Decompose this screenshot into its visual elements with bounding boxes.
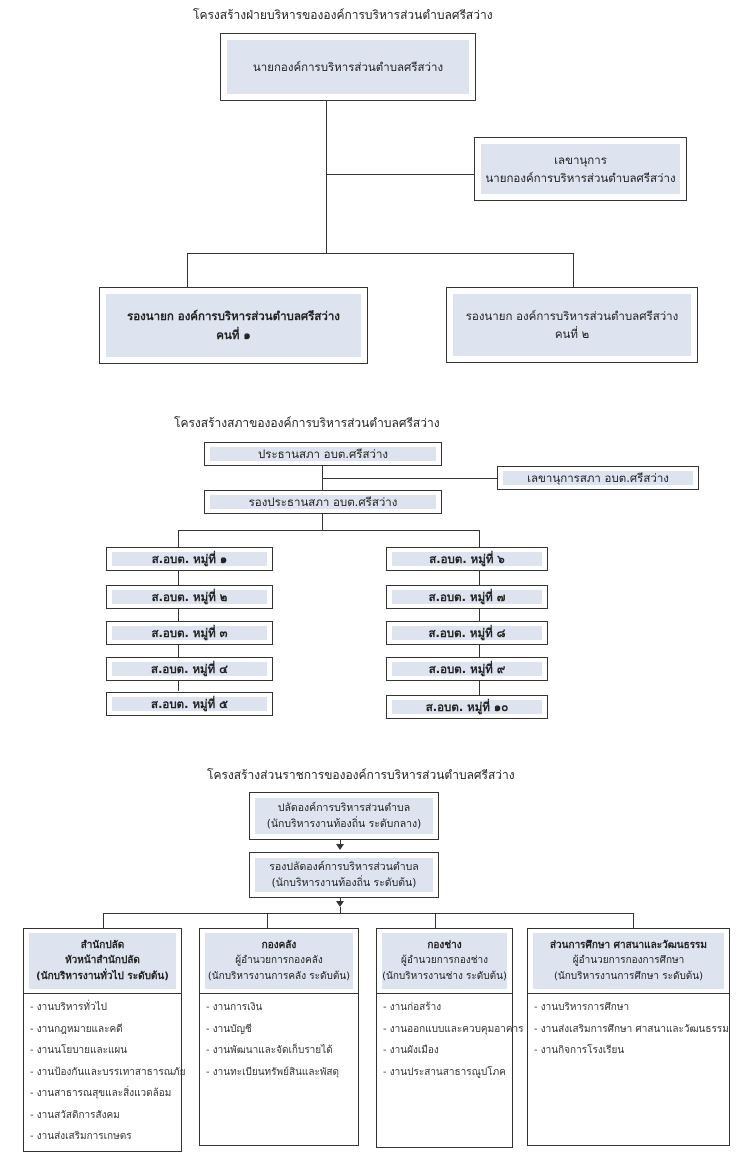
deputy-mayor-1-box: รองนายก องค์การบริหารส่วนตำบลศรีสว่าง คน… xyxy=(99,287,368,364)
department-box: สำนักปลัด หัวหน้าสำนักปลัด (นักบริหารงาน… xyxy=(23,928,185,1152)
task-item: - งานพัฒนาและจัดเก็บรายได้ xyxy=(206,1045,333,1056)
admin-structure-title: โครงสร้างส่วนราชการขององค์การบริหารส่วนต… xyxy=(207,768,515,782)
deputy-mayor-2-box: รองนายก องค์การบริหารส่วนตำบลศรีสว่าง คน… xyxy=(446,287,698,363)
chief-clerk-box: ปลัดองค์การบริหารส่วนตำบล (นักบริหารงานท… xyxy=(249,792,439,840)
task-item: - งานกฎหมายและคดี xyxy=(30,1023,123,1035)
task-item: - งานประสานสาธารณูปโภค xyxy=(383,1066,506,1078)
department-box: กองคลัง ผู้อำนวยการกองคลัง (นักบริหารงาน… xyxy=(199,928,359,1146)
task-item: - งานสวัสดิการสังคม xyxy=(30,1109,120,1121)
department-head: หัวหน้าสำนักปลัด xyxy=(65,955,140,967)
task-item: - งานผังเมือง xyxy=(383,1045,439,1056)
council-member-label: ส.อบต. หมู่ที่ ๑๐ xyxy=(425,699,509,714)
task-item: - งานการเงิน xyxy=(206,1002,263,1013)
council-member-label: ส.อบต. หมู่ที่ ๗ xyxy=(428,589,506,604)
task-item: - งานบริหารทั่วไป xyxy=(30,1002,108,1013)
deputy-clerk-box: รองปลัดองค์การบริหารส่วนตำบล (นักบริหารง… xyxy=(249,852,439,898)
mayor-box: นายกองค์การบริหารส่วนตำบลศรีสว่าง xyxy=(220,33,476,101)
council-member-label: ส.อบต. หมู่ที่ ๕ xyxy=(151,696,228,711)
exec-structure-title: โครงสร้างฝ่ายบริหารขององค์การบริหารส่วนต… xyxy=(193,8,493,22)
department-rank: (นักบริหารงานการศึกษา ระดับต้น) xyxy=(553,970,704,982)
council-member-label: ส.อบต. หมู่ที่ ๖ xyxy=(429,551,505,566)
council-chair-label: ประธานสภา อบต.ศรีสว่าง xyxy=(257,446,389,461)
task-list: - งานบริหารการศึกษา - งานส่งเสริมการศึกษ… xyxy=(534,997,729,1062)
council-member-label: ส.อบต. หมู่ที่ ๒ xyxy=(151,589,228,604)
council-member-label: ส.อบต. หมู่ที่ ๓ xyxy=(151,625,228,640)
deputy-clerk-line2: (นักบริหารงานท้องถิ่น ระดับต้น) xyxy=(271,877,417,889)
task-item: - งานทะเบียนทรัพย์สินและพัสดุ xyxy=(206,1066,340,1078)
department-rank: (นักบริหารงานทั่วไป ระดับต้น) xyxy=(36,970,169,982)
council-secretary-label: เลขานุการสภา อบต.ศรีสว่าง xyxy=(527,470,669,485)
task-item: - งานกิจการโรงเรียน xyxy=(534,1045,625,1056)
chief-clerk-line1: ปลัดองค์การบริหารส่วนตำบล xyxy=(277,801,411,814)
council-member-box: ส.อบต. หมู่ที่ ๙ xyxy=(386,657,548,681)
council-member-label: ส.อบต. หมู่ที่ ๔ xyxy=(151,661,228,676)
task-list: - งานบริหารทั่วไป - งานกฎหมายและคดี - งา… xyxy=(30,997,185,1148)
department-name: กองคลัง xyxy=(261,939,297,951)
department-rank: (นักบริหารงานช่าง ระดับต้น) xyxy=(382,970,507,982)
mayor-secretary-box: เลขานุการ นายกองค์การบริหารส่วนตำบลศรีสว… xyxy=(474,137,687,201)
task-list: - งานการเงิน - งานบัญชี - งานพัฒนาและจัด… xyxy=(206,997,339,1083)
deputy-mayor-2-line2: คนที่ ๒ xyxy=(554,327,590,341)
council-member-label: ส.อบต. หมู่ที่ ๘ xyxy=(428,625,506,640)
department-name: ส่วนการศึกษา ศาสนาและวัฒนธรรม xyxy=(549,939,708,951)
council-member-box: ส.อบต. หมู่ที่ ๓ xyxy=(106,621,273,645)
department-box: ส่วนการศึกษา ศาสนาและวัฒนธรรม ผู้อำนวยกา… xyxy=(527,928,730,1146)
task-item: - งานบริหารการศึกษา xyxy=(534,1002,630,1013)
department-name: กองช่าง xyxy=(427,939,462,951)
task-item: - งานสาธารณสุขและสิ่งแวดล้อม xyxy=(30,1088,172,1099)
department-head: ผู้อำนวยการกองช่าง xyxy=(400,955,489,967)
mayor-secretary-line2: นายกองค์การบริหารส่วนตำบลศรีสว่าง xyxy=(485,171,676,185)
council-member-box: ส.อบต. หมู่ที่ ๒ xyxy=(106,585,273,609)
deputy-mayor-1-line1: รองนายก องค์การบริหารส่วนตำบลศรีสว่าง xyxy=(127,309,340,324)
task-list: - งานก่อสร้าง - งานออกแบบและควบคุมอาคาร … xyxy=(383,997,524,1083)
council-chair-box: ประธานสภา อบต.ศรีสว่าง xyxy=(204,442,442,466)
chief-clerk-line2: (นักบริหารงานท้องถิ่น ระดับกลาง) xyxy=(266,818,422,830)
council-structure-title: โครงสร้างสภาขององค์การบริหารส่วนตำบลศรีส… xyxy=(174,416,440,430)
task-item: - งานก่อสร้าง xyxy=(383,1002,442,1013)
council-vice-chair-box: รองประธานสภา อบต.ศรีสว่าง xyxy=(204,490,442,514)
task-item: - งานออกแบบและควบคุมอาคาร xyxy=(383,1023,524,1035)
council-member-box: ส.อบต. หมู่ที่ ๑ xyxy=(106,547,273,571)
council-member-box: ส.อบต. หมู่ที่ ๘ xyxy=(386,621,548,645)
department-head: ผู้อำนวยการกองการศึกษา xyxy=(572,955,685,967)
department-head: ผู้อำนวยการกองคลัง xyxy=(235,955,323,967)
council-member-box: ส.อบต. หมู่ที่ ๖ xyxy=(386,547,548,571)
mayor-label: นายกองค์การบริหารส่วนตำบลศรีสว่าง xyxy=(252,59,444,74)
council-member-box: ส.อบต. หมู่ที่ ๔ xyxy=(106,657,273,681)
down-arrow-icon xyxy=(336,901,344,907)
council-member-label: ส.อบต. หมู่ที่ ๑ xyxy=(151,551,228,566)
task-item: - งานป้องกันและบรรเทาสาธารณภัย xyxy=(30,1066,186,1078)
council-vice-chair-label: รองประธานสภา อบต.ศรีสว่าง xyxy=(248,494,398,509)
deputy-mayor-1-line2: คนที่ ๑ xyxy=(216,327,251,342)
task-item: - งานนโยบายและแผน xyxy=(30,1045,128,1056)
council-member-label: ส.อบต. หมู่ที่ ๙ xyxy=(428,661,506,676)
department-name: สำนักปลัด xyxy=(80,939,125,951)
council-member-box: ส.อบต. หมู่ที่ ๕ xyxy=(106,692,273,716)
mayor-secretary-line1: เลขานุการ xyxy=(554,152,607,167)
down-arrow-icon xyxy=(336,844,344,850)
task-item: - งานบัญชี xyxy=(206,1023,252,1035)
council-member-box: ส.อบต. หมู่ที่ ๑๐ xyxy=(386,695,548,719)
task-item: - งานส่งเสริมการศึกษา ศาสนาและวัฒนธรรม xyxy=(534,1023,729,1035)
department-box: กองช่าง ผู้อำนวยการกองช่าง (นักบริหารงาน… xyxy=(376,928,524,1148)
deputy-clerk-line1: รองปลัดองค์การบริหารส่วนตำบล xyxy=(269,860,419,873)
task-item: - งานส่งเสริมการเกษตร xyxy=(30,1131,132,1142)
deputy-mayor-2-line1: รองนายก องค์การบริหารส่วนตำบลศรีสว่าง xyxy=(465,308,679,323)
council-secretary-box: เลขานุการสภา อบต.ศรีสว่าง xyxy=(497,466,699,490)
council-member-box: ส.อบต. หมู่ที่ ๗ xyxy=(386,585,548,609)
department-rank: (นักบริหารงานการคลัง ระดับต้น) xyxy=(207,970,351,982)
